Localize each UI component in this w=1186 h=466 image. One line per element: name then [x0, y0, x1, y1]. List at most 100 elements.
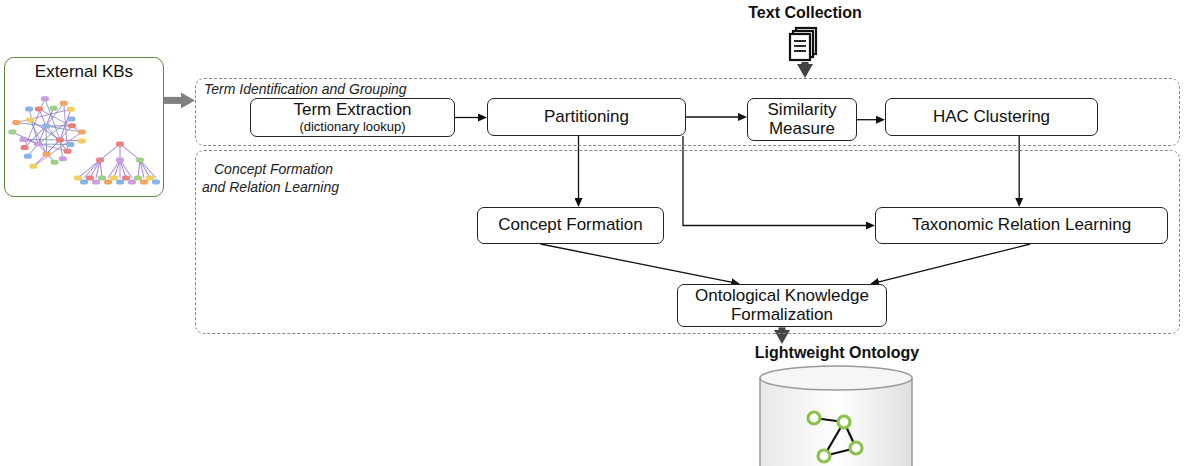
graph-node [24, 154, 32, 159]
process-box: Ontological Knowledge Formalization [677, 284, 887, 327]
node-label: (dictionary lookup) [299, 120, 405, 134]
connector-arrow [455, 117, 478, 118]
process-box: Concept Formation [477, 207, 664, 244]
connector-arrow [857, 119, 876, 120]
graph-node [25, 107, 33, 112]
graph-edge [96, 160, 100, 178]
graph-node [64, 149, 72, 154]
graph-node [35, 106, 43, 111]
database-cylinder [752, 362, 922, 466]
node-label: Partitioning [544, 108, 629, 127]
graph-node [98, 176, 106, 181]
graph-edge [45, 99, 60, 140]
group-heading: Concept Formation and Relation Learning [202, 161, 352, 196]
graph-edge [16, 123, 46, 126]
document-icon [785, 26, 821, 62]
flow-arrow [779, 327, 786, 330]
graph-edge [138, 160, 140, 178]
node-label: Taxonomic Relation Learning [912, 216, 1131, 235]
graph-node [42, 124, 50, 129]
node-label: Ontological Knowledge Formalization [684, 287, 880, 324]
node-label: HAC Clustering [933, 108, 1050, 127]
graph-edge [38, 119, 71, 144]
graph-node [8, 130, 16, 135]
graph-node [74, 176, 82, 181]
group-band: Term Identification and GroupingTerm Ext… [195, 78, 1180, 146]
graph-node [122, 176, 130, 181]
process-box: HAC Clustering [885, 98, 1098, 136]
graph-node [86, 176, 94, 181]
node-label: Term Extraction [293, 101, 411, 120]
graph-node [140, 180, 148, 185]
ontology-store: Lightweight Ontology [752, 344, 922, 466]
graph-node [110, 176, 118, 181]
graph-node [78, 130, 86, 135]
graph-node [152, 180, 160, 185]
graph-edge [100, 160, 102, 178]
graph-node [59, 156, 67, 161]
graph-node [26, 117, 34, 122]
graph-node [19, 137, 27, 142]
graph-node [50, 106, 58, 111]
graph-node [134, 176, 142, 181]
graph-edge [78, 160, 100, 178]
graph-node [34, 142, 42, 147]
flow-arrow [802, 62, 809, 64]
connector-arrow [686, 116, 738, 117]
node-label: Lightweight Ontology [752, 344, 922, 362]
graph-edge [108, 160, 120, 178]
graph-edge [120, 160, 121, 178]
group-heading: Term Identification and Grouping [204, 81, 407, 97]
graph-node [116, 142, 124, 147]
graph-node [128, 180, 136, 185]
process-box: Taxonomic Relation Learning [875, 207, 1168, 244]
graph-node [92, 180, 100, 185]
graph-edge [12, 132, 38, 144]
graph-node [80, 180, 88, 185]
flow-arrow [164, 97, 181, 104]
source-heading: Text Collection [735, 4, 875, 62]
graph-edge [39, 109, 82, 132]
graph-node [12, 120, 20, 125]
graph-node [116, 180, 124, 185]
graph-edge [140, 160, 156, 178]
graph-node [116, 158, 124, 163]
graph-node [104, 180, 112, 185]
graph-edge [120, 160, 126, 178]
graph-node [67, 107, 75, 112]
graph-edge [29, 109, 38, 144]
graph-edge [114, 160, 120, 178]
graph-node [30, 164, 38, 169]
process-box: Partitioning [487, 98, 686, 136]
graph-edge [90, 160, 100, 178]
node-label: Text Collection [735, 4, 875, 22]
graph-node [51, 160, 59, 165]
graph-edge [47, 126, 72, 154]
graph-node [136, 158, 144, 163]
graph-node [21, 145, 29, 150]
node-label: External KBs [5, 62, 163, 82]
kb-box: External KBs [4, 57, 164, 197]
process-box: Similarity Measure [747, 98, 857, 141]
graph-node [68, 123, 76, 128]
graph-edge [100, 144, 120, 160]
graph-node [66, 142, 74, 147]
graph-edge [46, 103, 64, 126]
node-label: Concept Formation [498, 216, 643, 235]
connector-arrow [541, 244, 732, 282]
graph-node [41, 96, 49, 101]
process-box: Term Extraction(dictionary lookup) [250, 98, 455, 137]
group-band: Concept Formation and Relation LearningC… [195, 150, 1180, 334]
graph-edge [25, 126, 46, 148]
graph-edge [39, 109, 46, 126]
graph-node [60, 101, 68, 106]
connector-arrow [879, 244, 1030, 282]
graph-node [146, 176, 154, 181]
graph-edge [120, 160, 132, 178]
graph-node [67, 116, 75, 121]
graph-edge [60, 140, 63, 159]
graph-node [56, 138, 64, 143]
graph-node [43, 152, 51, 157]
node-label: Similarity Measure [754, 101, 850, 138]
graph-node [78, 138, 86, 143]
